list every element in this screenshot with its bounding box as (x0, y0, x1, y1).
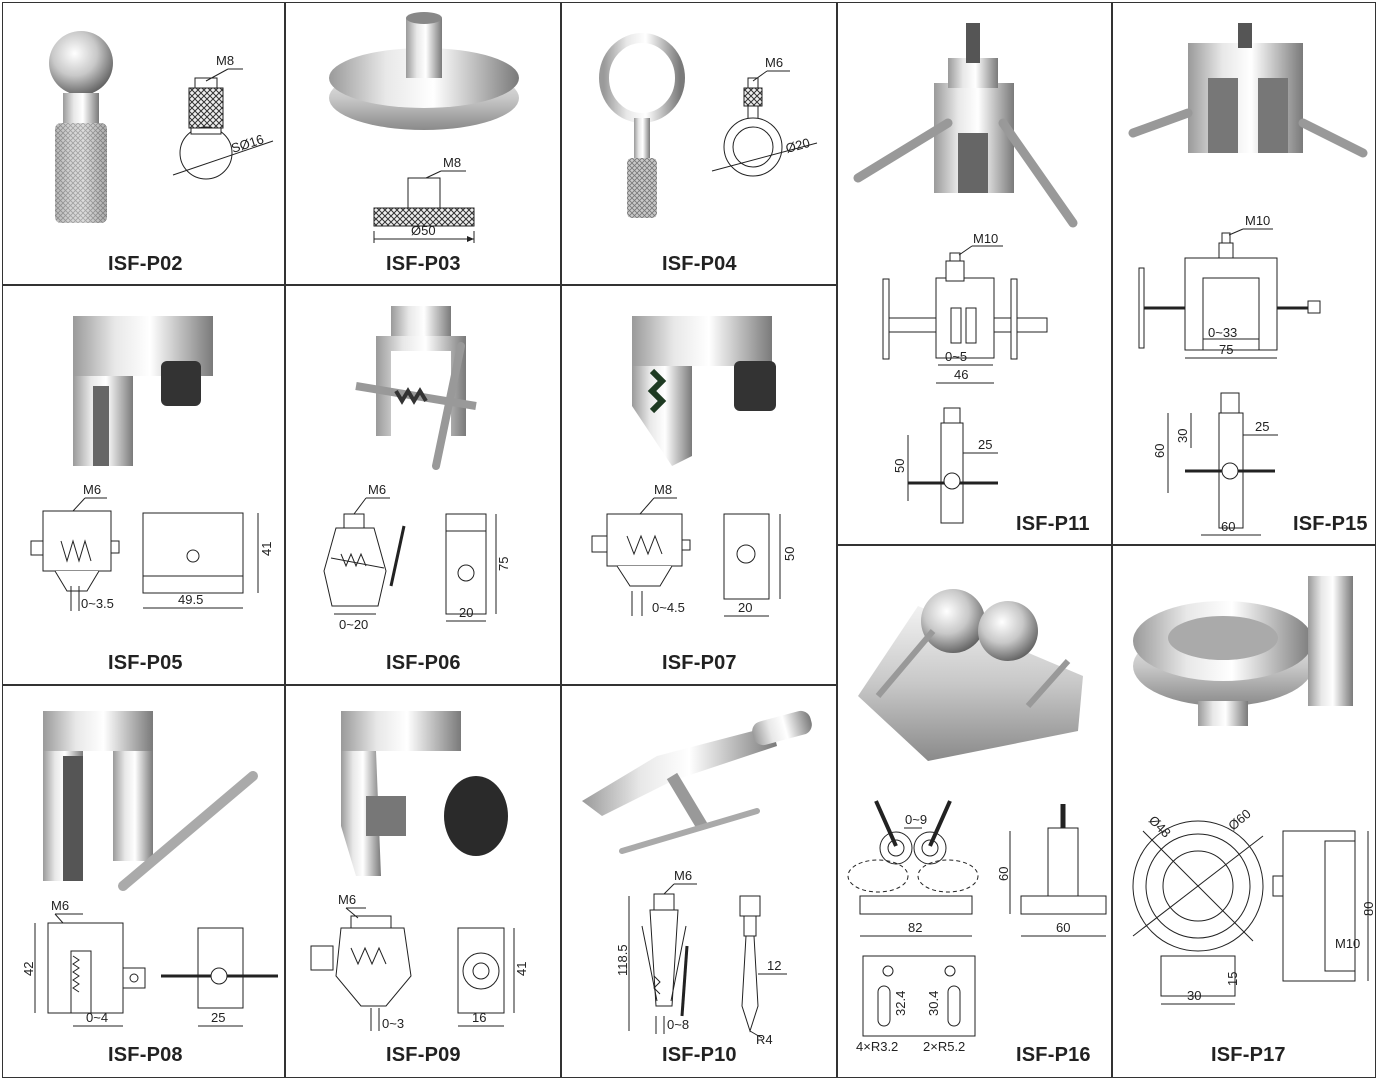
product-code-label: ISF-P03 (386, 253, 461, 275)
product-cell-isf-p04: M6 Ø20 ISF-P04 (561, 2, 837, 285)
svg-text:75: 75 (1219, 342, 1233, 357)
svg-text:2×R5.2: 2×R5.2 (923, 1039, 965, 1054)
product-cell-isf-p07: M8 0~4.5 20 50 ISF-P07 (561, 285, 837, 685)
svg-text:50: 50 (782, 547, 797, 561)
isf-p05-illustration: M6 0~3.5 49.5 41 (30, 316, 274, 611)
svg-text:75: 75 (496, 557, 511, 571)
svg-text:49.5: 49.5 (178, 592, 203, 607)
isf-p08-illustration: M6 42 0~4 25 (21, 711, 278, 1027)
isf-p06-illustration: M6 0~20 20 75 (323, 306, 511, 632)
product-cell-isf-p11: M10 0~5 46 50 25 ISF-P11 (837, 2, 1112, 545)
isf-p15-illustration: M10 0~33 75 60 30 25 60 (1128, 23, 1368, 536)
svg-text:M10: M10 (1335, 936, 1360, 951)
product-code-label: ISF-P10 (662, 1044, 737, 1066)
isf-p10-illustration: M6 118.5 0~8 12 R4 (582, 710, 812, 1047)
product-code-label: ISF-P05 (108, 652, 183, 674)
product-code-label: ISF-P15 (1293, 513, 1368, 535)
svg-text:32.4: 32.4 (893, 991, 908, 1016)
svg-text:25: 25 (1255, 419, 1269, 434)
isf-p16-illustration: 0~9 82 60 60 32.4 30.4 4×R3.2 2×R5.2 (847, 589, 1107, 1054)
isf-p07-illustration: M8 0~4.5 20 50 (591, 316, 797, 617)
product-cell-isf-p03: M8 Ø50 ISF-P03 (285, 2, 561, 285)
product-cell-isf-p15: M10 0~33 75 60 30 25 60 ISF-P15 (1112, 2, 1376, 545)
isf-p11-illustration: M10 0~5 46 50 25 (853, 23, 1078, 524)
svg-text:M6: M6 (368, 482, 386, 497)
svg-text:20: 20 (459, 605, 473, 620)
product-code-label: ISF-P16 (1016, 1044, 1091, 1066)
product-cell-isf-p05: M6 0~3.5 49.5 41 ISF-P05 (2, 285, 285, 685)
svg-text:41: 41 (514, 962, 529, 976)
product-code-label: ISF-P07 (662, 652, 737, 674)
svg-text:20: 20 (738, 600, 752, 615)
product-cell-isf-p10: M6 118.5 0~8 12 R4 ISF-P10 (561, 685, 837, 1078)
product-code-label: ISF-P11 (1016, 513, 1090, 535)
svg-text:15: 15 (1225, 972, 1240, 986)
svg-text:M6: M6 (338, 892, 356, 907)
svg-text:0~33: 0~33 (1208, 325, 1237, 340)
isf-p17-illustration: Ø48 Ø60 15 30 80 M10 (1132, 576, 1376, 1005)
svg-text:30: 30 (1175, 429, 1190, 443)
svg-text:M8: M8 (443, 155, 461, 170)
product-code-label: ISF-P06 (386, 652, 461, 674)
svg-text:118.5: 118.5 (615, 944, 630, 976)
svg-text:M6: M6 (51, 898, 69, 913)
svg-text:Ø20: Ø20 (784, 135, 812, 156)
svg-text:0~3: 0~3 (382, 1016, 404, 1031)
product-code-label: ISF-P04 (662, 253, 737, 275)
product-cell-isf-p08: M6 42 0~4 25 ISF-P08 (2, 685, 285, 1078)
svg-text:0~5: 0~5 (945, 349, 967, 364)
svg-text:41: 41 (259, 542, 274, 556)
svg-text:30: 30 (1187, 988, 1201, 1003)
isf-p03-illustration: M8 Ø50 (329, 12, 519, 243)
isf-p09-illustration: M6 0~3 16 41 (310, 711, 529, 1031)
svg-text:M10: M10 (973, 231, 998, 246)
svg-text:Ø50: Ø50 (411, 223, 436, 238)
svg-text:46: 46 (954, 367, 968, 382)
svg-text:16: 16 (472, 1010, 486, 1025)
svg-text:60: 60 (1221, 519, 1235, 534)
svg-text:4×R3.2: 4×R3.2 (856, 1039, 898, 1054)
product-cell-isf-p16: 0~9 82 60 60 32.4 30.4 4×R3.2 2×R5.2 ISF… (837, 545, 1112, 1078)
svg-text:50: 50 (892, 459, 907, 473)
product-cell-isf-p17: Ø48 Ø60 15 30 80 M10 ISF-P17 (1112, 545, 1376, 1078)
svg-text:M8: M8 (216, 53, 234, 68)
svg-text:60: 60 (1152, 444, 1167, 458)
svg-text:0~4.5: 0~4.5 (652, 600, 685, 615)
svg-text:60: 60 (996, 867, 1011, 881)
svg-text:0~3.5: 0~3.5 (81, 596, 114, 611)
svg-text:82: 82 (908, 920, 922, 935)
isf-p04-illustration: M6 Ø20 (599, 33, 818, 218)
product-code-label: ISF-P17 (1211, 1044, 1286, 1066)
svg-text:30.4: 30.4 (926, 991, 941, 1016)
product-cell-isf-p06: M6 0~20 20 75 ISF-P06 (285, 285, 561, 685)
svg-text:R4: R4 (756, 1032, 773, 1047)
product-code-label: ISF-P02 (108, 253, 183, 275)
svg-text:25: 25 (978, 437, 992, 452)
isf-p02-illustration: M8 SØ16 (49, 31, 274, 223)
svg-text:0~8: 0~8 (667, 1017, 689, 1032)
product-code-label: ISF-P08 (108, 1044, 183, 1066)
svg-text:0~9: 0~9 (905, 812, 927, 827)
product-cell-isf-p02: M8 SØ16 ISF-P02 (2, 2, 285, 285)
svg-text:M10: M10 (1245, 213, 1270, 228)
svg-text:80: 80 (1361, 902, 1376, 916)
svg-text:M8: M8 (654, 482, 672, 497)
svg-text:25: 25 (211, 1010, 225, 1025)
svg-text:42: 42 (21, 962, 36, 976)
product-cell-isf-p09: M6 0~3 16 41 ISF-P09 (285, 685, 561, 1078)
svg-text:12: 12 (767, 958, 781, 973)
svg-text:0~20: 0~20 (339, 617, 368, 632)
svg-text:60: 60 (1056, 920, 1070, 935)
svg-text:M6: M6 (674, 868, 692, 883)
svg-text:M6: M6 (83, 482, 101, 497)
svg-text:M6: M6 (765, 55, 783, 70)
svg-text:0~4: 0~4 (86, 1010, 108, 1025)
svg-text:SØ16: SØ16 (229, 131, 265, 156)
product-code-label: ISF-P09 (386, 1044, 461, 1066)
